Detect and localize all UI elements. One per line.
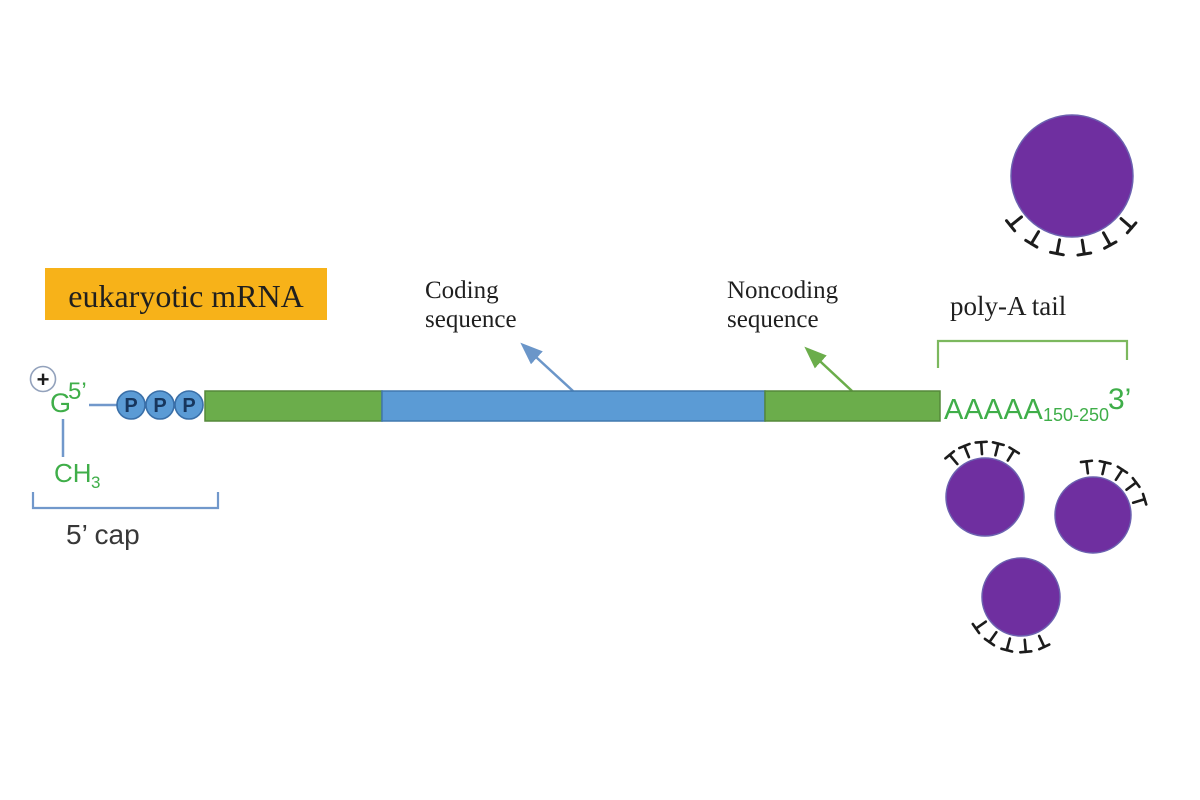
triphosphate-group: P P P — [116, 390, 204, 420]
coding-sequence-arrow — [520, 342, 574, 392]
protein-circle-icon — [1010, 114, 1134, 238]
methyl-group-label: CH — [54, 458, 92, 488]
noncoding-sequence-label-line2: sequence — [727, 306, 819, 333]
utr-3-bar — [764, 390, 941, 422]
binding-protein-small-2 — [1054, 459, 1148, 554]
five-prime-cap-group: + G 5’ CH 3 5’ cap — [29, 365, 220, 550]
phosphate-circle — [145, 390, 175, 420]
phosphate-circle — [116, 390, 146, 420]
cap-bracket — [31, 492, 220, 510]
protein-ticks — [971, 620, 1051, 654]
coding-sequence-bar — [381, 390, 766, 422]
plus-charge-circle-icon — [29, 365, 57, 393]
title-highlight-box — [45, 268, 327, 320]
protein-ticks — [1005, 215, 1138, 257]
poly-a-tail-sequence-group: AAAAA 150-250 3’ — [944, 383, 1131, 426]
poly-a-bracket — [936, 339, 1129, 368]
poly-a-tail-label: poly-A tail — [950, 291, 1066, 321]
diagram-title: eukaryotic mRNA — [68, 278, 304, 314]
coding-sequence-label-line2: sequence — [425, 306, 517, 333]
binding-protein-small-1 — [944, 440, 1025, 537]
coding-sequence-label-line1: Coding — [425, 277, 499, 304]
binding-protein-large — [1005, 114, 1138, 257]
three-prime-end-label: 3’ — [1108, 383, 1131, 416]
protein-ticks — [1079, 459, 1148, 506]
phosphate-label: P — [182, 395, 195, 417]
five-prime-end-label: 5’ — [68, 378, 87, 405]
poly-a-count-subscript: 150-250 — [1043, 405, 1109, 425]
poly-a-sequence: AAAAA — [944, 394, 1043, 426]
methyl-group-subscript: 3 — [91, 473, 100, 492]
protein-circle-icon — [981, 557, 1061, 637]
guanine-base-label: G — [50, 388, 71, 418]
protein-circle-icon — [1054, 476, 1132, 554]
protein-circle-icon — [945, 457, 1025, 537]
noncoding-sequence-label-line1: Noncoding — [727, 277, 839, 304]
plus-charge-sign: + — [37, 367, 50, 392]
utr-5-bar — [204, 390, 383, 422]
protein-ticks — [944, 440, 1021, 466]
noncoding-sequence-arrow — [804, 346, 853, 392]
phosphate-label: P — [124, 395, 137, 417]
five-prime-cap-label: 5’ cap — [66, 519, 140, 550]
phosphate-circle — [174, 390, 204, 420]
phosphate-label: P — [153, 395, 166, 417]
binding-protein-small-3 — [971, 557, 1061, 654]
